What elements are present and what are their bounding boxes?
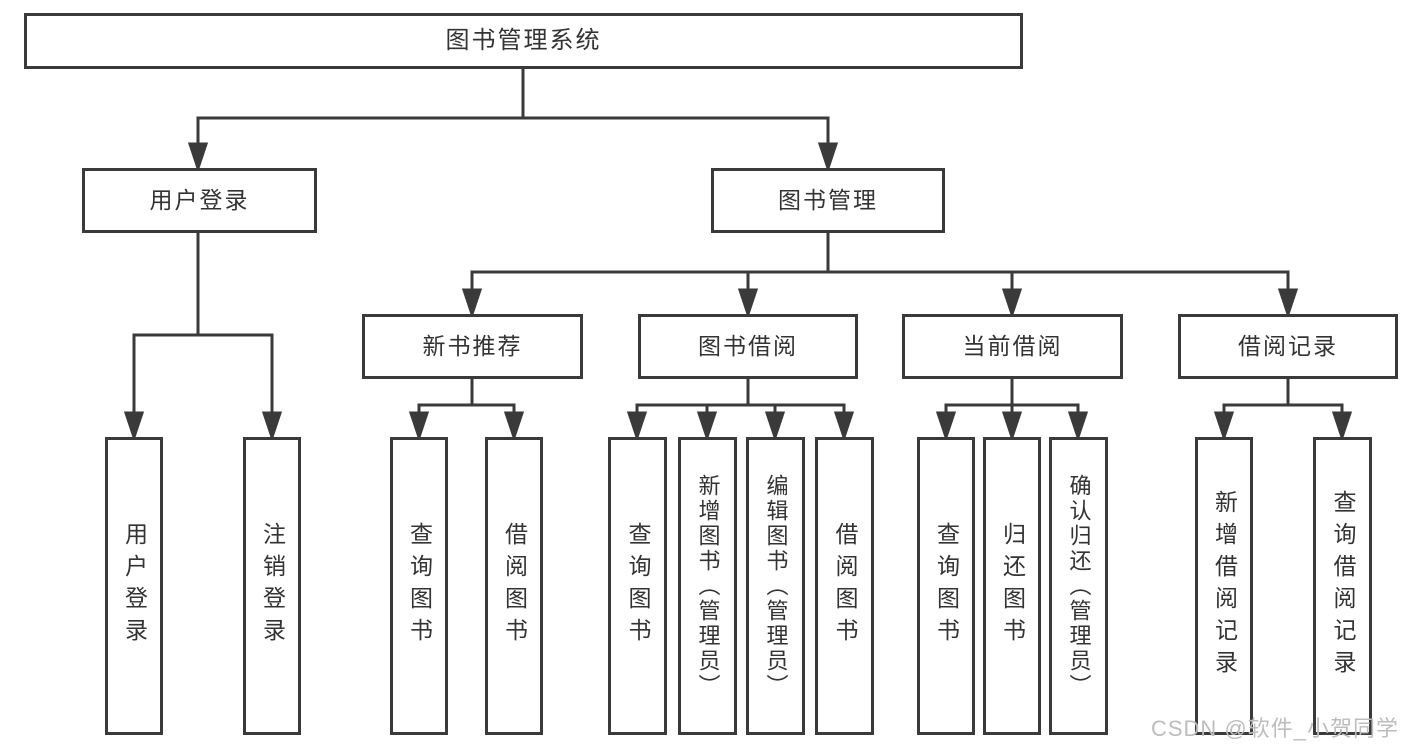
arrowhead (696, 411, 718, 442)
arrowhead (1277, 288, 1299, 319)
node-borrow-record: 借阅记录 (1178, 314, 1398, 379)
connector-recommend-to-leaves (408, 379, 525, 442)
arrowhead (833, 411, 855, 442)
arrowhead (626, 411, 648, 442)
node-leaf-user-login: 用户登录 (105, 437, 163, 735)
csdn-watermark: CSDN @软件_小贺同学 (1150, 716, 1399, 741)
arrowhead (261, 411, 283, 442)
arrowhead (1001, 411, 1023, 442)
node-leaf-return-books: 归还图书 (983, 437, 1041, 735)
node-leaf-query-books-borrow: 查询图书 (608, 437, 667, 735)
arrowhead (123, 411, 145, 442)
node-leaf-confirm-return-admin: 确认归还（管理员） (1049, 437, 1108, 735)
arrowhead (461, 288, 483, 319)
arrowhead (1331, 411, 1353, 442)
arrowhead (187, 142, 209, 173)
connector-borrow-to-leaves (626, 379, 855, 442)
connector-record-to-leaves (1213, 379, 1353, 442)
node-leaf-borrow-books-recommend: 借阅图书 (485, 437, 543, 735)
arrowhead (1213, 411, 1235, 442)
node-leaf-query-books-recommend: 查询图书 (390, 437, 448, 735)
node-root: 图书管理系统 (24, 13, 1023, 69)
node-new-book-recommend: 新书推荐 (362, 314, 583, 379)
arrowhead (1001, 288, 1023, 319)
node-user-login: 用户登录 (82, 168, 317, 233)
arrowhead (503, 411, 525, 442)
connector-current-to-leaves (935, 379, 1089, 442)
arrowhead (1067, 411, 1089, 442)
node-leaf-edit-books-admin: 编辑图书（管理员） (746, 437, 805, 735)
node-leaf-add-books-admin: 新增图书（管理员） (678, 437, 737, 735)
connector-root-to-level2 (187, 69, 839, 173)
node-book-borrow: 图书借阅 (638, 314, 858, 379)
node-book-management: 图书管理 (711, 168, 945, 233)
node-leaf-add-borrow-record: 新增借阅记录 (1195, 437, 1253, 735)
node-current-borrow: 当前借阅 (902, 314, 1123, 379)
node-leaf-logout: 注销登录 (243, 437, 301, 735)
node-leaf-query-borrow-record: 查询借阅记录 (1313, 437, 1372, 735)
arrowhead (935, 411, 957, 442)
arrowhead (408, 411, 430, 442)
node-leaf-borrow-books: 借阅图书 (815, 437, 874, 735)
connector-userlogin-to-leaves (123, 233, 283, 442)
arrowhead (737, 288, 759, 319)
node-leaf-query-books-current: 查询图书 (917, 437, 975, 735)
arrowhead (764, 411, 786, 442)
arrowhead (817, 142, 839, 173)
connector-bookmgmt-to-level3 (461, 233, 1299, 319)
